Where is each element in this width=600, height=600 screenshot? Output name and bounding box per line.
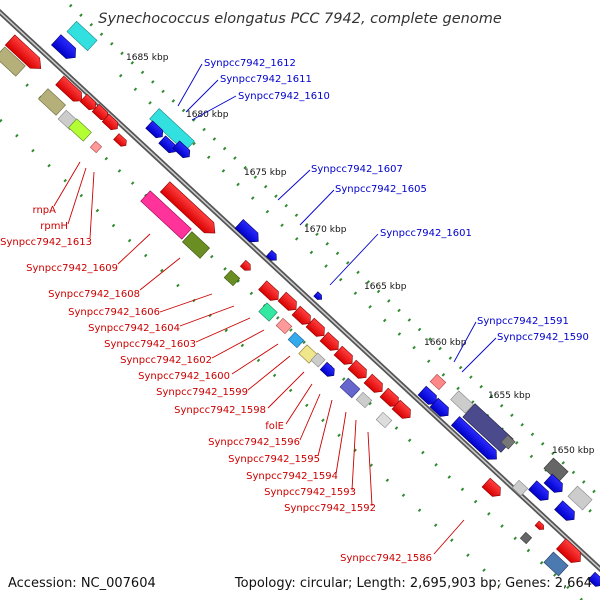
gene-label: Synpcc7942_1602 <box>120 355 212 366</box>
gene-label: Synpcc7942_1599 <box>156 387 248 398</box>
gene-label: Synpcc7942_1607 <box>311 164 403 175</box>
scale-label: 1650 kbp <box>552 446 595 456</box>
gene-label: Synpcc7942_1590 <box>497 332 589 343</box>
gene-label: folE <box>265 421 284 432</box>
scale-label: 1660 kbp <box>424 338 467 348</box>
gene-label: Synpcc7942_1606 <box>68 307 160 318</box>
top-gene-labels: Synpcc7942_1612 Synpcc7942_1611 Synpcc79… <box>204 58 589 343</box>
gene-label: Synpcc7942_1611 <box>220 74 312 85</box>
scale-label: 1685 kbp <box>126 53 169 63</box>
gene-label: Synpcc7942_1604 <box>88 323 180 334</box>
map-title: Synechococcus elongatus PCC 7942, comple… <box>98 11 502 27</box>
scale-label: 1675 kbp <box>244 168 287 178</box>
gene-label: Synpcc7942_1594 <box>246 471 338 482</box>
gene-label: Synpcc7942_1603 <box>104 339 196 350</box>
gene-label: Synpcc7942_1610 <box>238 91 330 102</box>
tick-rows <box>0 3 600 600</box>
bottom-leader-lines <box>53 161 465 555</box>
scale-label: 1680 kbp <box>186 110 229 120</box>
scale-label: 1670 kbp <box>304 225 347 235</box>
gene-label: Synpcc7942_1596 <box>208 437 300 448</box>
gene-label: Synpcc7942_1595 <box>228 454 320 465</box>
scale-label: 1655 kbp <box>488 391 531 401</box>
gene-label: Synpcc7942_1600 <box>138 371 230 382</box>
topology-text: Topology: circular; Length: 2,695,903 bp… <box>234 576 592 591</box>
gene-label: Synpcc7942_1612 <box>204 58 296 69</box>
gene-label: Synpcc7942_1608 <box>48 289 140 300</box>
gene-label: Synpcc7942_1609 <box>26 263 118 274</box>
gene-label: Synpcc7942_1593 <box>264 487 356 498</box>
accession-text: Accession: NC_007604 <box>8 576 156 591</box>
bottom-gene-labels: rnpA rpmH Synpcc7942_1613 Synpcc7942_160… <box>0 205 432 564</box>
gene-label: Synpcc7942_1591 <box>477 316 569 327</box>
scale-labels: 1685 kbp 1680 kbp 1675 kbp 1670 kbp 1665… <box>126 53 595 456</box>
gene-label: rnpA <box>33 205 57 216</box>
gene-label: Synpcc7942_1605 <box>335 184 427 195</box>
top-leader-lines <box>177 63 497 373</box>
gene-label: Synpcc7942_1592 <box>284 503 376 514</box>
gene-label: Synpcc7942_1601 <box>380 228 472 239</box>
scale-label: 1665 kbp <box>364 282 407 292</box>
gene-label: Synpcc7942_1586 <box>340 553 432 564</box>
gene-label: Synpcc7942_1613 <box>0 237 92 248</box>
gene-label: Synpcc7942_1598 <box>174 405 266 416</box>
gene-label: rpmH <box>40 221 68 232</box>
